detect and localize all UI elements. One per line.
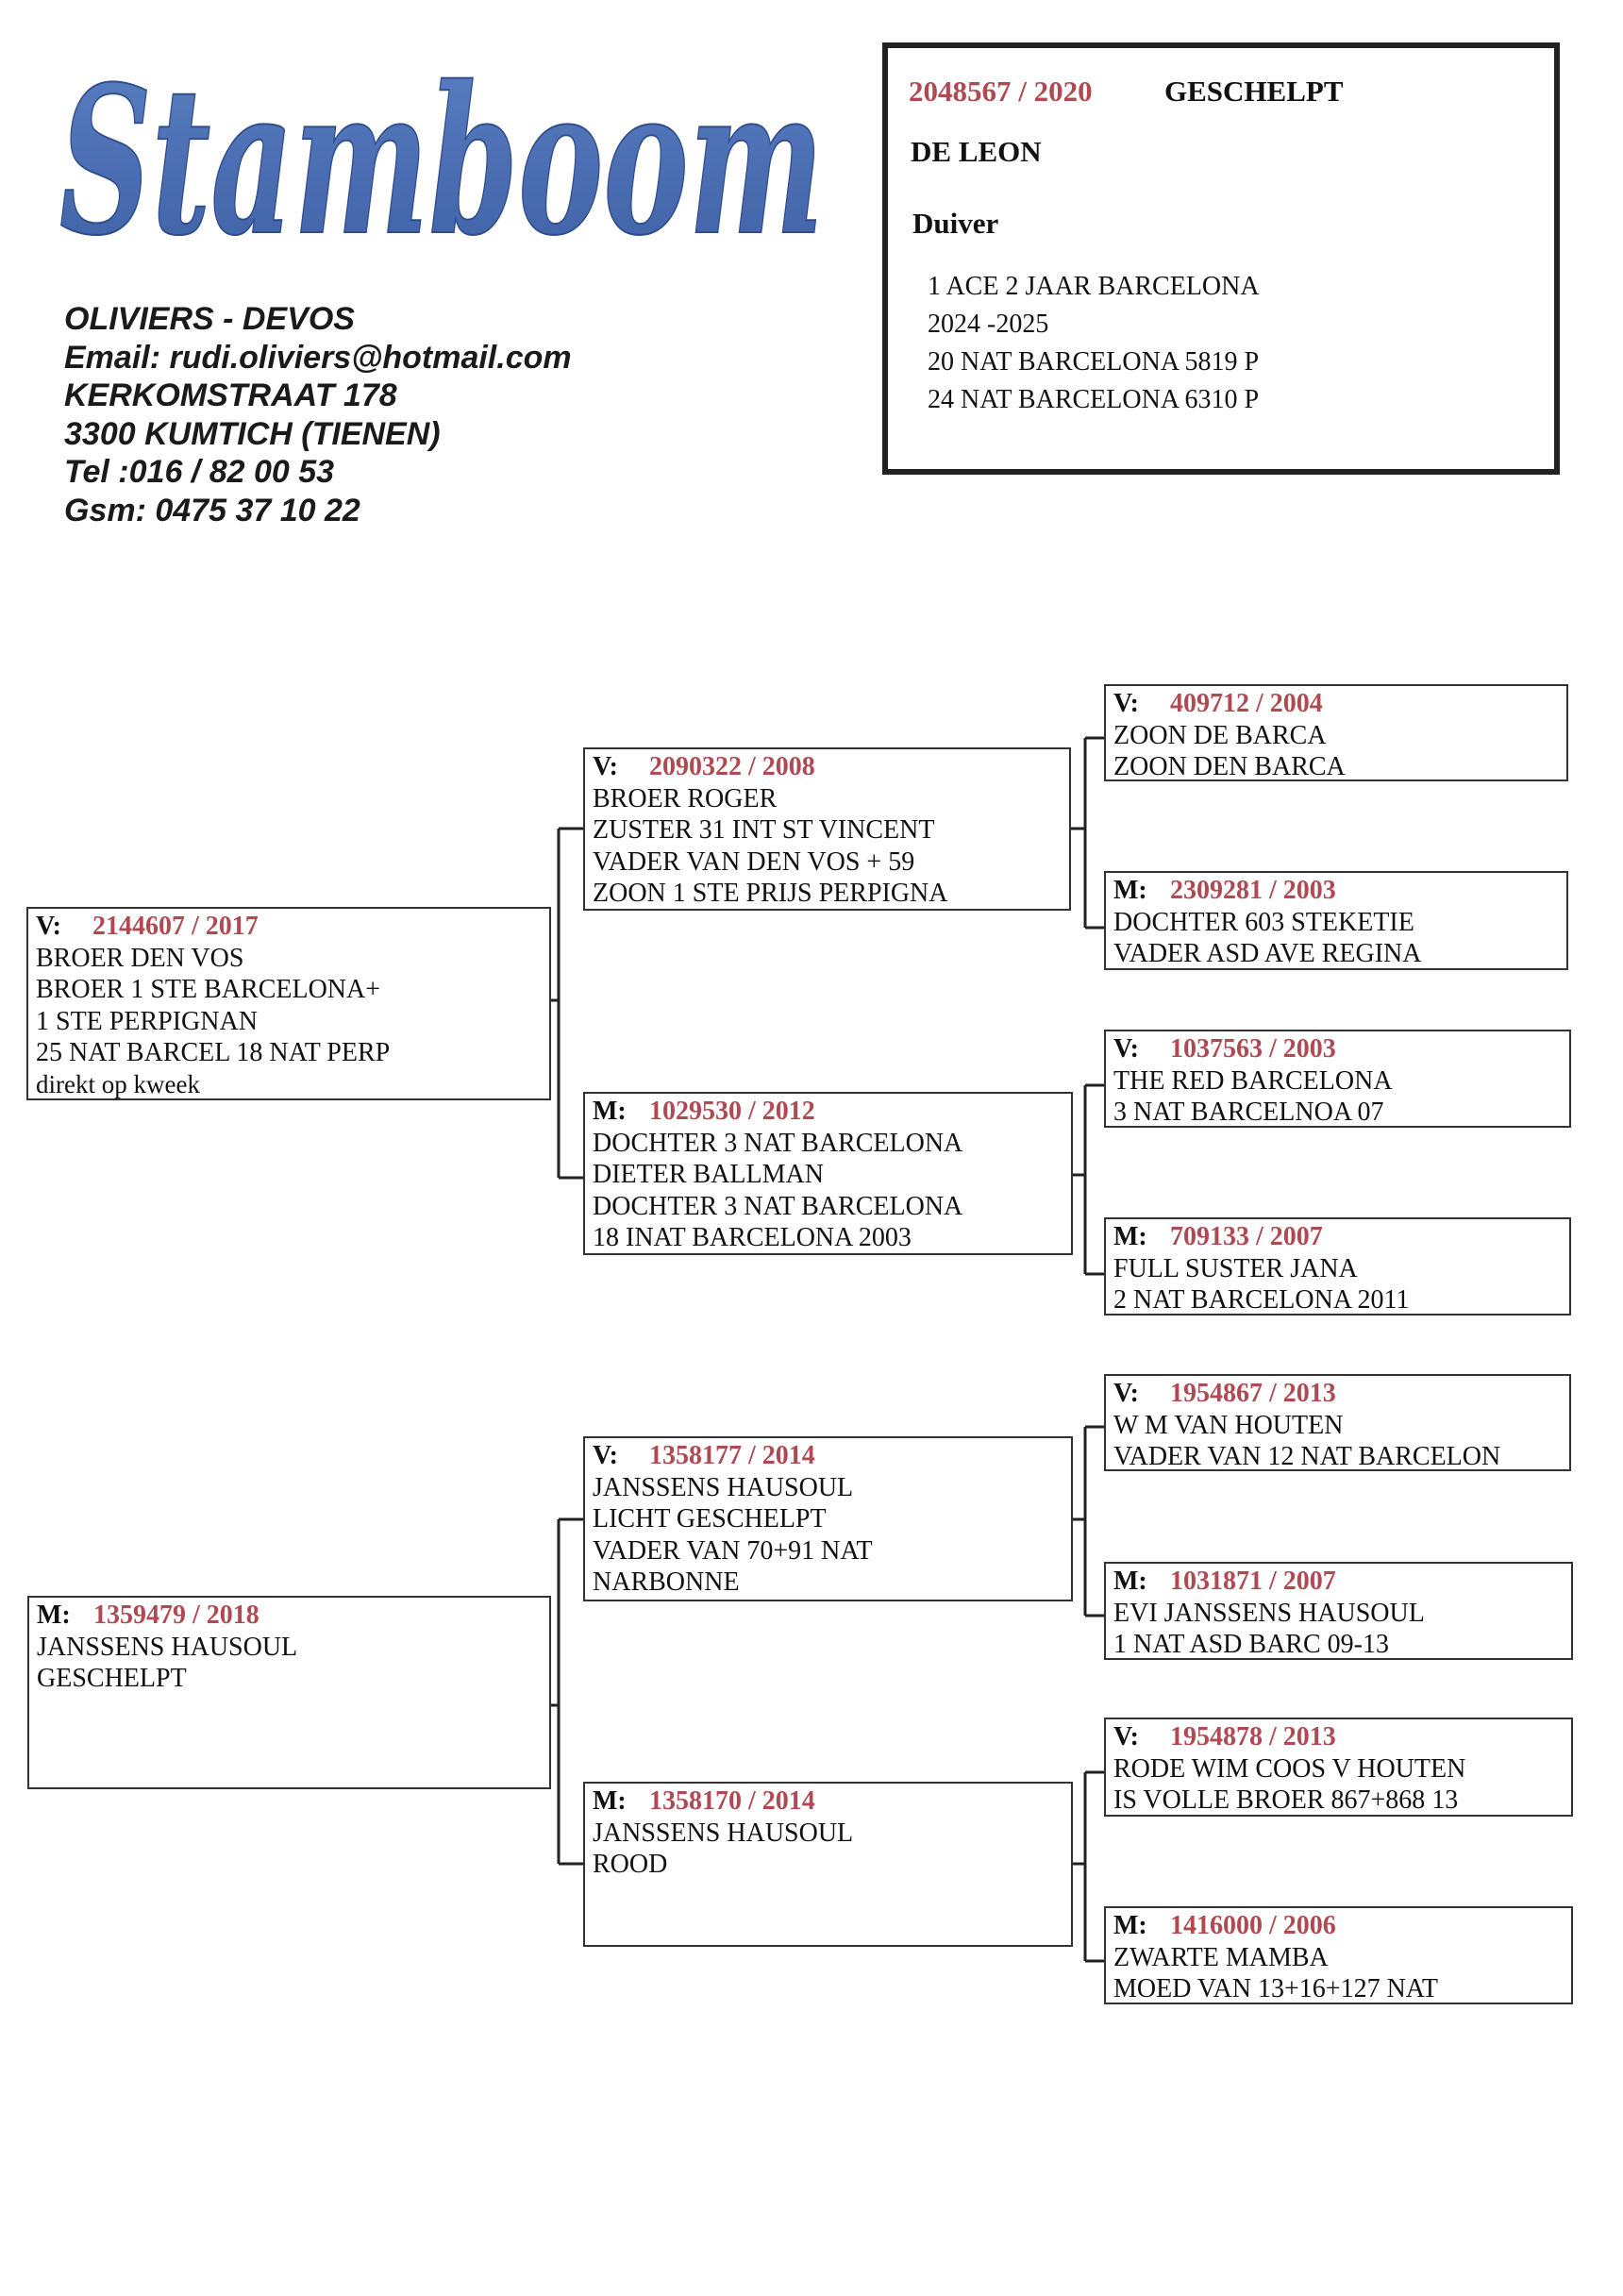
- pedigree-mmf: V:1954878 / 2013 RODE WIM COOS V HOUTEN …: [1104, 1718, 1573, 1817]
- result-line: 2024 -2025: [928, 310, 1049, 339]
- subject-sex: Duiver: [912, 207, 999, 240]
- ring-number: 1037563 / 2003: [1170, 1034, 1336, 1064]
- pedigree-mm: M: 1358170 / 2014 JANSSENS HAUSOUL ROOD: [583, 1782, 1073, 1947]
- info-line: FULL SUSTER JANA: [1113, 1253, 1358, 1283]
- info-line: VADER ASD AVE REGINA: [1113, 939, 1422, 968]
- pedigree-fmf: V: 1037563 / 2003 THE RED BARCELONA 3 NAT…: [1104, 1030, 1571, 1128]
- info-line: NARBONNE: [593, 1567, 740, 1597]
- sex-label: M:: [593, 1786, 627, 1816]
- sex-label: M:: [1113, 876, 1147, 905]
- info-line: JANSSENS HAUSOUL: [37, 1632, 298, 1662]
- info-line: BROER ROGER: [593, 783, 778, 813]
- sex-label: M:: [1113, 1911, 1147, 1940]
- stamboom-logo: Stamboom: [52, 41, 835, 281]
- sex-label: V:: [1113, 1034, 1139, 1064]
- info-line: W M VAN HOUTEN: [1113, 1410, 1344, 1440]
- info-line: GESCHELPT: [37, 1664, 187, 1693]
- info-line: VADER VAN 70+91 NAT: [593, 1535, 873, 1566]
- info-line: 2 NAT BARCELONA 2011: [1113, 1285, 1410, 1315]
- logo-text: Stamboom: [59, 45, 824, 280]
- sex-label: M:: [37, 1600, 71, 1630]
- ring-number: 1029530 / 2012: [649, 1097, 815, 1126]
- ring-number: 709133 / 2007: [1170, 1222, 1323, 1251]
- sex-label: V:: [593, 752, 618, 781]
- ring-number: 2144607 / 2017: [92, 912, 259, 941]
- subject-ring: 2048567 / 2020: [909, 75, 1093, 108]
- info-line: DOCHTER 3 NAT BARCELONA: [593, 1128, 963, 1158]
- owner-contact: OLIVIERS - DEVOS Email: rudi.oliviers@ho…: [64, 300, 572, 529]
- ring-number: 1358177 / 2014: [649, 1441, 815, 1470]
- result-line: 20 NAT BARCELONA 5819 P: [928, 347, 1260, 377]
- ring-number: 1954867 / 2013: [1170, 1379, 1336, 1408]
- info-line: JANSSENS HAUSOUL: [593, 1818, 854, 1848]
- ring-number: 1359479 / 2018: [93, 1600, 259, 1630]
- ring-number: 409712 / 2004: [1170, 689, 1323, 718]
- info-line: BROER DEN VOS: [36, 943, 244, 973]
- owner-email: Email: rudi.oliviers@hotmail.com: [64, 339, 572, 376]
- info-line: THE RED BARCELONA: [1113, 1065, 1393, 1096]
- info-line: DOCHTER 603 STEKETIE: [1113, 907, 1414, 937]
- info-line: 1 STE PERPIGNAN: [36, 1006, 258, 1036]
- info-line: ZOON DE BARCA: [1113, 720, 1327, 750]
- sex-label: V:: [1113, 689, 1139, 718]
- pedigree-father: V: 2144607 / 2017 BROER DEN VOS BROER 1 S…: [26, 907, 551, 1100]
- info-line: IS VOLLE BROER 867+868 13: [1113, 1785, 1459, 1815]
- info-line: ZOON DEN BARCA: [1113, 752, 1346, 781]
- info-line: EVI JANSSENS HAUSOUL: [1113, 1598, 1425, 1628]
- info-line: direkt op kweek: [36, 1069, 200, 1098]
- info-line: JANSSENS HAUSOUL: [593, 1472, 854, 1502]
- info-line: 18 INAT BARCELONA 2003: [593, 1223, 912, 1252]
- ring-number: 2309281 / 2003: [1170, 876, 1336, 905]
- sex-label: M:: [1113, 1222, 1147, 1251]
- info-line: VADER VAN DEN VOS + 59: [593, 846, 915, 877]
- owner-name: OLIVIERS - DEVOS: [64, 301, 355, 337]
- info-line: ZUSTER 31 INT ST VINCENT: [593, 815, 935, 845]
- pedigree-ff: V: 2090322 / 2008 BROER ROGER ZUSTER 31 I…: [583, 747, 1071, 911]
- sex-label: V:: [1113, 1379, 1139, 1408]
- owner-mobile: Gsm: 0475 37 10 22: [64, 492, 360, 528]
- pedigree-mf: V: 1358177 / 2014 JANSSENS HAUSOUL LICHT …: [583, 1436, 1073, 1601]
- info-line: LICHT GESCHELPT: [593, 1504, 827, 1533]
- info-line: DIETER BALLMAN: [593, 1160, 824, 1189]
- info-line: 25 NAT BARCEL 18 NAT PERP: [36, 1038, 391, 1067]
- result-line: 1 ACE 2 JAAR BARCELONA: [928, 272, 1260, 301]
- info-line: MOED VAN 13+16+127 NAT: [1113, 1974, 1439, 2003]
- info-line: BROER 1 STE BARCELONA+: [36, 975, 381, 1004]
- info-line: 1 NAT ASD BARC 09-13: [1113, 1630, 1389, 1659]
- info-line: RODE WIM COOS V HOUTEN: [1113, 1753, 1466, 1784]
- pedigree-fff: V: 409712 / 2004 ZOON DE BARCA ZOON DEN B…: [1104, 684, 1568, 781]
- ring-number: 1954878 / 2013: [1170, 1722, 1336, 1751]
- subject-color: GESCHELPT: [1164, 75, 1344, 108]
- info-line: 3 NAT BARCELNOA 07: [1113, 1098, 1384, 1127]
- sex-label: M:: [593, 1097, 627, 1126]
- subject-box: 2048567 / 2020 GESCHELPT DE LEON Duiver …: [882, 42, 1560, 475]
- sex-label: M:: [1113, 1567, 1147, 1596]
- ring-number: 1031871 / 2007: [1170, 1567, 1336, 1596]
- owner-city: 3300 KUMTICH (TIENEN): [64, 415, 441, 452]
- pedigree-mmm: M: 1416000 / 2006 ZWARTE MAMBA MOED VAN 1…: [1104, 1906, 1573, 2004]
- pedigree-mff: V: 1954867 / 2013 W M VAN HOUTEN VADER VA…: [1104, 1374, 1571, 1471]
- sex-label: V:: [36, 912, 61, 941]
- pedigree-mother: M: 1359479 / 2018 JANSSENS HAUSOUL GESCHE…: [27, 1596, 551, 1789]
- info-line: DOCHTER 3 NAT BARCELONA: [593, 1191, 963, 1221]
- pedigree-fmm: M: 709133 / 2007 FULL SUSTER JANA 2 NAT B…: [1104, 1217, 1571, 1316]
- owner-phone: Tel :016 / 82 00 53: [64, 454, 335, 490]
- pedigree-fm: M: 1029530 / 2012 DOCHTER 3 NAT BARCELONA…: [583, 1092, 1073, 1255]
- ring-number: 1358170 / 2014: [649, 1786, 815, 1816]
- info-line: ROOD: [593, 1850, 668, 1879]
- subject-name: DE LEON: [911, 135, 1042, 168]
- owner-street: KERKOMSTRAAT 178: [64, 377, 397, 413]
- pedigree-mfm: M: 1031871 / 2007 EVI JANSSENS HAUSOUL 1 …: [1104, 1562, 1573, 1660]
- info-line: ZOON 1 STE PRIJS PERPIGNA: [593, 879, 948, 908]
- sex-label: V:: [1113, 1722, 1139, 1751]
- subject-results: 1 ACE 2 JAAR BARCELONA 2024 -2025 20 NAT…: [928, 268, 1260, 419]
- result-line: 24 NAT BARCELONA 6310 P: [928, 385, 1260, 414]
- info-line: ZWARTE MAMBA: [1113, 1942, 1329, 1972]
- ring-number: 1416000 / 2006: [1170, 1911, 1336, 1940]
- sex-label: V:: [593, 1441, 618, 1470]
- info-line: VADER VAN 12 NAT BARCELON: [1113, 1442, 1501, 1471]
- pedigree-ffm: M: 2309281 / 2003 DOCHTER 603 STEKETIE VA…: [1104, 871, 1568, 970]
- ring-number: 2090322 / 2008: [649, 752, 815, 781]
